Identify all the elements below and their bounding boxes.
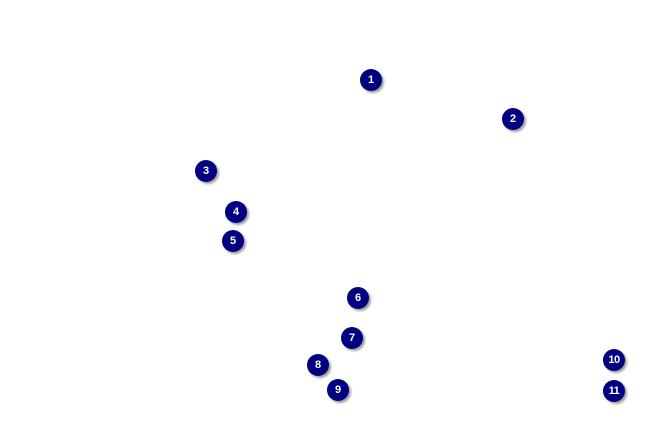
- map-marker-2[interactable]: 2: [502, 108, 524, 130]
- map-marker-4[interactable]: 4: [225, 201, 247, 223]
- map-marker-11[interactable]: 11: [603, 380, 625, 402]
- map-marker-6[interactable]: 6: [347, 287, 369, 309]
- map-marker-3[interactable]: 3: [195, 160, 217, 182]
- map-marker-1[interactable]: 1: [360, 69, 382, 91]
- map-marker-5[interactable]: 5: [222, 230, 244, 252]
- map-marker-10[interactable]: 10: [603, 349, 625, 371]
- map-marker-7[interactable]: 7: [341, 327, 363, 349]
- map-marker-9[interactable]: 9: [327, 379, 349, 401]
- map-marker-8[interactable]: 8: [307, 354, 329, 376]
